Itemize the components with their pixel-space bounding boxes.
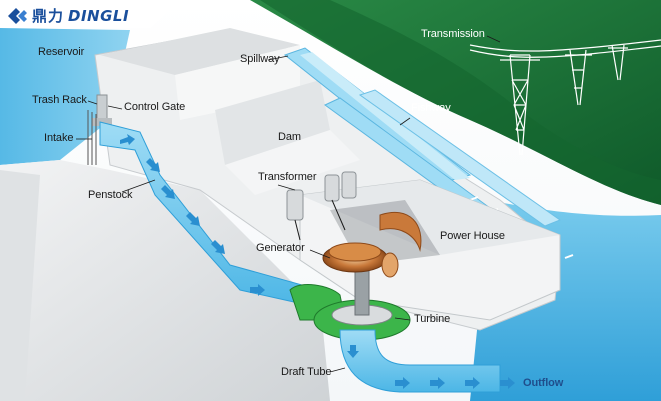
label-trash-rack: Trash Rack — [32, 94, 87, 106]
label-spillway: Spillway — [240, 53, 280, 65]
flow-arrows — [120, 134, 515, 389]
transmission-towers — [469, 39, 661, 156]
trash-rack — [87, 110, 97, 165]
label-reservoir: Reservoir — [38, 46, 85, 58]
label-penstock: Penstock — [88, 189, 133, 201]
logo-chinese-text: 鼎力 — [32, 7, 65, 25]
leader-lines — [76, 35, 501, 373]
label-turbine: Turbine — [414, 313, 451, 325]
label-generator: Generator — [256, 242, 305, 254]
label-intake: Intake — [44, 132, 74, 144]
label-dam: Dam — [278, 131, 301, 143]
dingli-logo-icon — [8, 7, 27, 24]
generator — [322, 211, 422, 278]
label-control-gate: Control Gate — [124, 101, 186, 113]
label-draft-tube: Draft Tube — [281, 366, 332, 378]
label-transmission: Transmission — [421, 28, 485, 40]
logo-english-text: DINGLI — [68, 6, 130, 25]
transformers — [286, 171, 357, 241]
rock-base — [0, 160, 330, 401]
label-transformer: Transformer — [258, 171, 317, 183]
label-power-house: Power House — [440, 230, 505, 242]
draft-tube — [339, 329, 501, 393]
label-outflow: Outflow — [523, 377, 564, 389]
dingli-logo: 鼎力 DINGLI — [6, 5, 129, 26]
label-fishway: Fishway — [411, 102, 451, 114]
